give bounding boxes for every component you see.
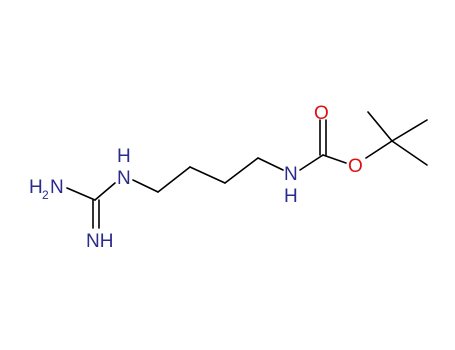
bond-chain-1 [157,166,191,193]
atom-labels: H 2 N NH H N N H O O [29,103,363,252]
atom-amine-n: N [50,177,64,198]
bond-chain-2 [189,166,226,184]
atom-guanidine-n: N [117,168,131,189]
bond-o-tert-c [365,140,393,159]
atom-carbonyl-o: O [314,103,329,124]
bond-tbu-methyl-up [367,111,393,142]
bond-c-ester-o [322,154,347,164]
atom-imine-nh: NH [86,231,113,252]
bond-amine-c [66,187,96,201]
bond-c-guanidine-n [94,182,116,201]
bonds [66,111,428,229]
atom-amine-subscript: 2 [42,188,49,202]
bond-n-chain1 [132,179,159,193]
atom-carbamate-n: N [284,164,298,185]
bond-tbu-methyl-right [391,119,428,142]
atom-amine-h: H [29,177,43,198]
bond-tbu-methyl-down [391,140,428,166]
bond-chain-4 [257,157,284,171]
atom-ester-o: O [348,156,363,177]
atom-carbamate-h: H [284,186,298,207]
bond-chain-3 [224,157,259,184]
bond-n-carbonyl-c [299,154,324,171]
atom-guanidine-h: H [117,146,131,167]
